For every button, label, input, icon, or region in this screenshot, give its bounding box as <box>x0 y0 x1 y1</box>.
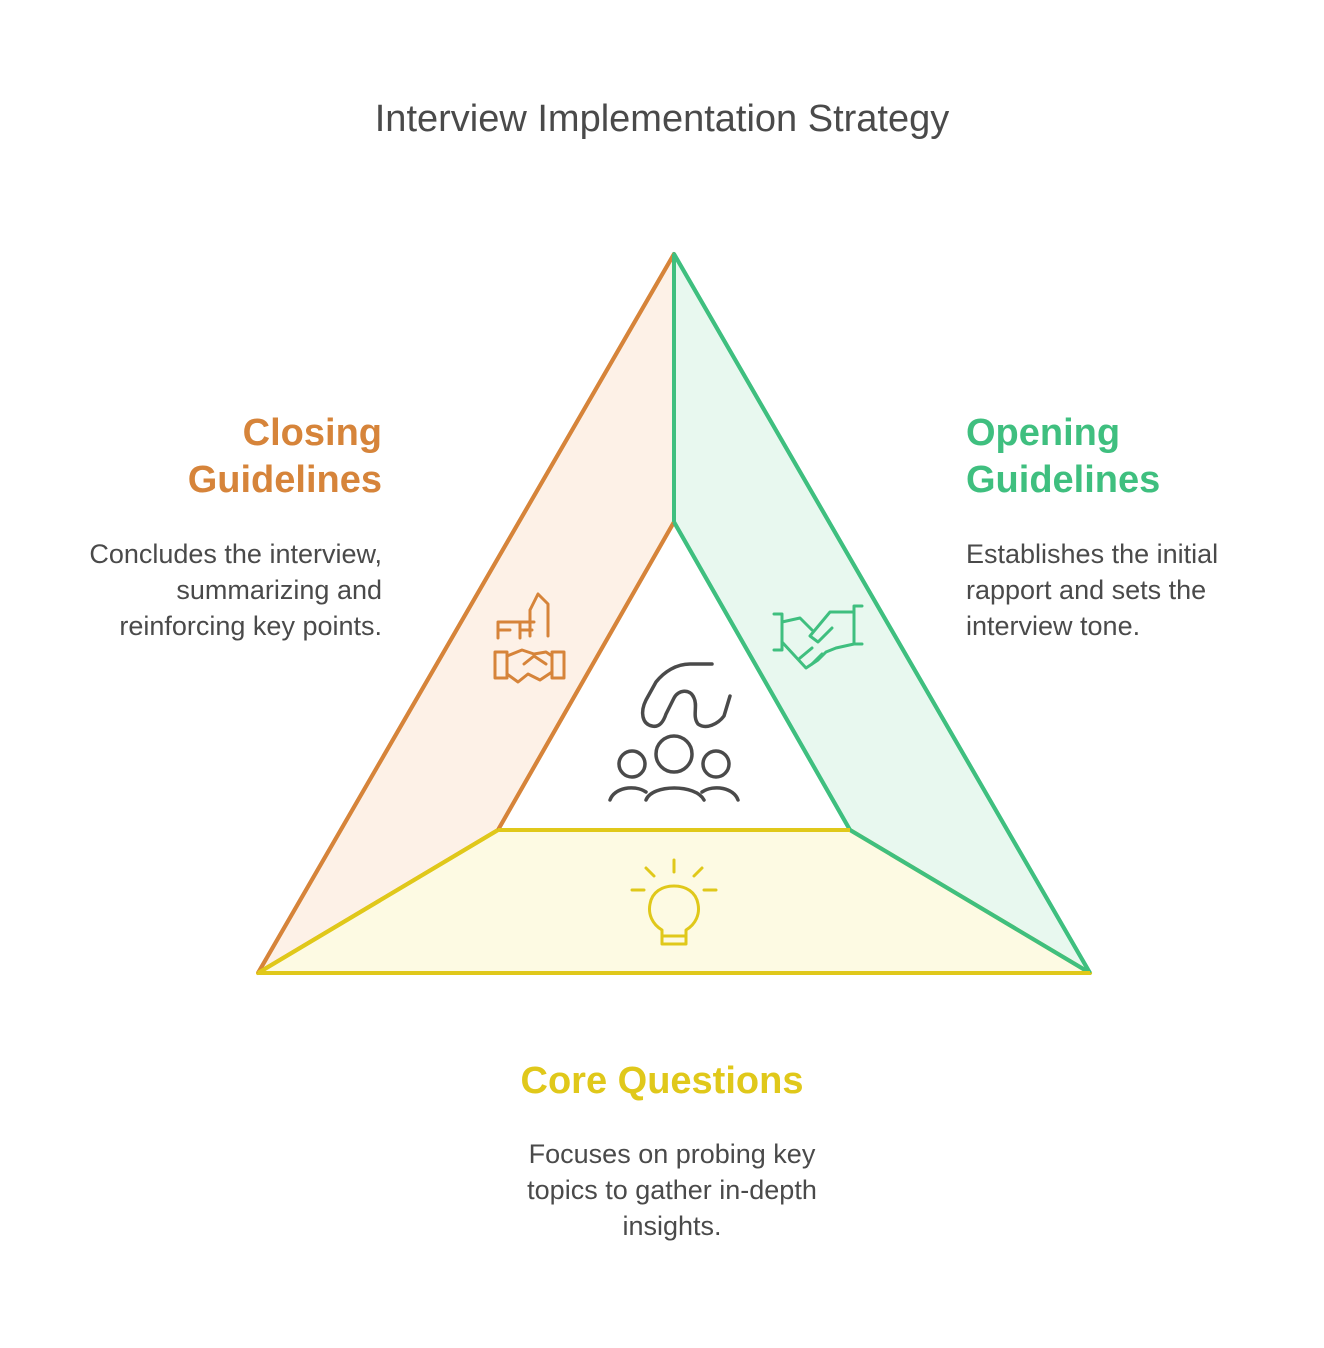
closing-heading-line1: Closing <box>242 412 382 454</box>
core-heading: Core Questions <box>520 1060 804 1102</box>
opening-heading-line1: Opening <box>966 412 1121 454</box>
core-description: Focuses on probing key topics to gather … <box>502 1136 842 1244</box>
closing-heading-line2: Guidelines <box>187 459 382 501</box>
core-desc-line2: topics to gather in-depth <box>527 1175 817 1205</box>
closing-desc-line3: reinforcing key points. <box>119 611 382 641</box>
closing-heading: Closing Guidelines <box>42 410 382 504</box>
opening-heading-line2: Guidelines <box>966 459 1161 501</box>
group-with-hand-icon <box>608 662 740 802</box>
opening-desc-line1: Establishes the initial <box>966 539 1219 569</box>
opening-heading: Opening Guidelines <box>966 410 1306 504</box>
core-desc-line1: Focuses on probing key <box>528 1139 816 1169</box>
handshake-flag-icon <box>493 592 566 684</box>
opening-desc-line3: interview tone. <box>966 611 1141 641</box>
closing-desc-line2: summarizing and <box>176 575 382 605</box>
closing-desc-line1: Concludes the interview, <box>89 539 382 569</box>
opening-description: Establishes the initial rapport and sets… <box>966 536 1286 644</box>
lightbulb-icon <box>630 858 718 946</box>
opening-desc-line2: rapport and sets the <box>966 575 1207 605</box>
handshake-icon <box>772 604 864 670</box>
closing-description: Concludes the interview, summarizing and… <box>42 536 382 644</box>
core-desc-line3: insights. <box>622 1211 722 1241</box>
diagram-title: Interview Implementation Strategy <box>374 98 950 140</box>
